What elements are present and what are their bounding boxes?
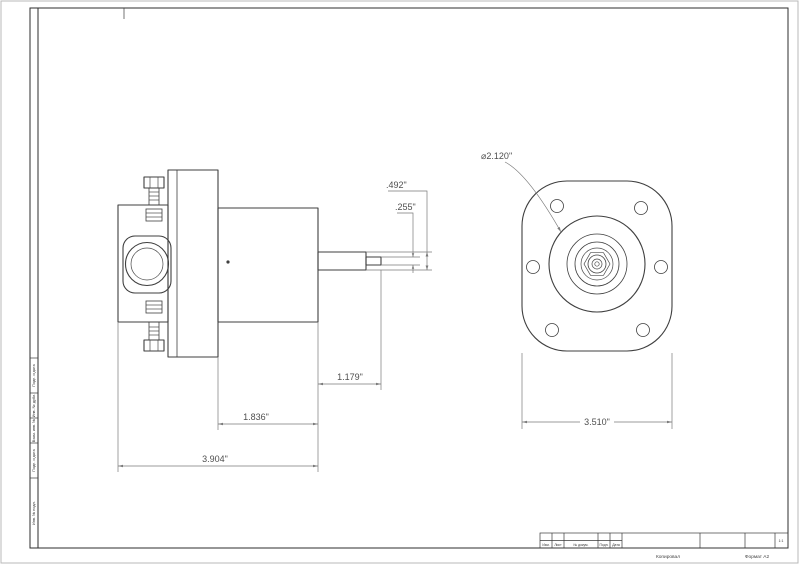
shaft-tip [365, 256, 382, 266]
margin-label: Инв. № дубл. [32, 394, 36, 418]
margin-label: Подп. и дата [32, 448, 36, 471]
port-boss [122, 235, 172, 294]
dim-shaft-dia: .492" [386, 180, 407, 190]
title-block-header: Лист [554, 543, 562, 547]
shaft-ring [587, 254, 607, 274]
bolt-hole [636, 323, 650, 337]
margin-label: Взам. инв. № [32, 419, 36, 443]
title-block: Изм. Лист № докум. Подп. Дата 1:1 Копиро… [539, 532, 789, 560]
shaft-nut-hex [583, 252, 611, 276]
dim-leader [388, 190, 428, 270]
dim-arrow [376, 382, 381, 386]
dim-arrow [313, 464, 318, 468]
dim-leader [397, 212, 414, 257]
dim-arrow [411, 253, 415, 257]
bearing-ring [574, 241, 620, 287]
bolt-hole [550, 199, 564, 213]
bottom-fitting [143, 322, 165, 352]
boss-step [566, 233, 628, 295]
copy-note: Копировал [656, 554, 680, 560]
scale-value: 1:1 [779, 539, 784, 543]
dim-shaft-length: 1.179" [337, 372, 363, 382]
dim-body-length: 1.836" [243, 412, 269, 422]
dim-arrow [313, 422, 318, 426]
center-mark [226, 260, 230, 264]
dim-arrow [318, 382, 323, 386]
side-view-dimensions: .492" .255" 1.179" 1.836" 3.904" [117, 180, 432, 472]
flange-outline [521, 180, 673, 352]
shaft-end [591, 258, 603, 270]
left-margin-boxes: Подп. и дата Инв. № дубл. Взам. инв. № П… [30, 357, 38, 525]
dim-arrow [411, 265, 415, 269]
center-boss [548, 215, 646, 313]
dim-arrow [218, 422, 223, 426]
margin-label: Подп. и дата [32, 363, 36, 386]
margin-label: Инв. № подл. [32, 501, 36, 525]
title-block-header: Дата [612, 543, 620, 547]
bolt-head [145, 208, 163, 222]
title-block-header: Подп. [599, 543, 608, 547]
dim-arrow [522, 420, 527, 424]
inlet-port-inner [130, 247, 164, 281]
seal-ring [580, 247, 614, 281]
title-block-header: № докум. [574, 543, 589, 547]
dim-flange-width: 3.510" [584, 417, 610, 427]
bolt-hole [545, 323, 559, 337]
bolt-hole [654, 260, 668, 274]
bolt-hole [526, 260, 540, 274]
dim-arrow [118, 464, 123, 468]
bottom-bolt-head [145, 300, 163, 314]
dim-shaft-tip-dia: .255" [395, 202, 416, 212]
fitting-head [143, 339, 165, 352]
shaft-center [594, 261, 600, 267]
dim-arrow [425, 265, 429, 270]
format-note: Формат А2 [745, 554, 770, 560]
dim-arrow [557, 226, 561, 232]
dim-boss-diameter: ⌀2.120" [481, 151, 512, 161]
fitting-head [143, 176, 165, 189]
bolt-hole [634, 201, 648, 215]
side-view [117, 169, 382, 358]
front-view-dimensions: ⌀2.120" 3.510" [481, 151, 673, 429]
title-block-header: Изм. [542, 543, 549, 547]
top-fitting [143, 176, 165, 205]
sheet-border [29, 7, 789, 549]
bolt-head [145, 300, 163, 314]
dim-arrow [425, 252, 429, 257]
front-view [521, 180, 673, 352]
dim-overall-length: 3.904" [202, 454, 228, 464]
dim-arrow [667, 420, 672, 424]
top-bolt-head [145, 208, 163, 222]
callout-leader [504, 161, 562, 233]
